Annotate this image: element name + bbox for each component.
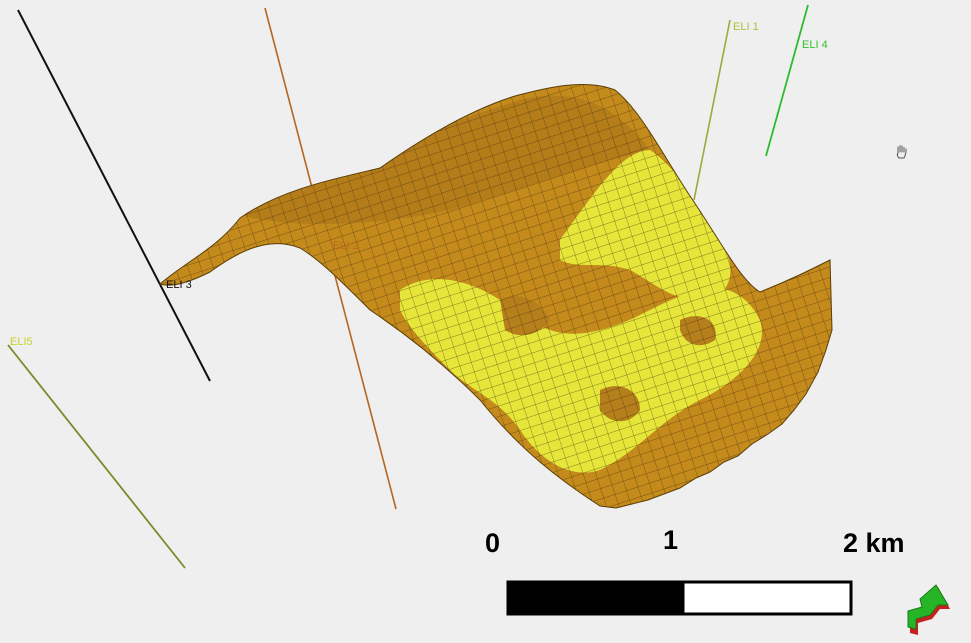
scale-label-2km: 2 km [843,528,905,558]
well-label-eli3: ELI 3 [166,279,192,291]
well-eli1-trajectory[interactable] [693,19,731,201]
well-eli3-trajectory[interactable] [17,9,211,382]
well-label-eli5: ELI5 [10,336,33,348]
well-eli4-trajectory[interactable] [765,4,809,157]
well-eli5-trajectory[interactable] [7,344,186,569]
well-label-eli4: ELI 4 [802,39,828,51]
well-label-eli1: ELI 1 [733,21,759,33]
well-label-eli2: ELI 2 [333,240,359,252]
scale-label-0: 0 [485,528,501,558]
hand-pan-icon[interactable] [893,143,911,161]
scale-bar [506,580,853,616]
scale-label-1: 1 [663,525,679,555]
reservoir-surface[interactable] [150,70,850,520]
navigation-arrow-icon[interactable] [902,583,954,637]
